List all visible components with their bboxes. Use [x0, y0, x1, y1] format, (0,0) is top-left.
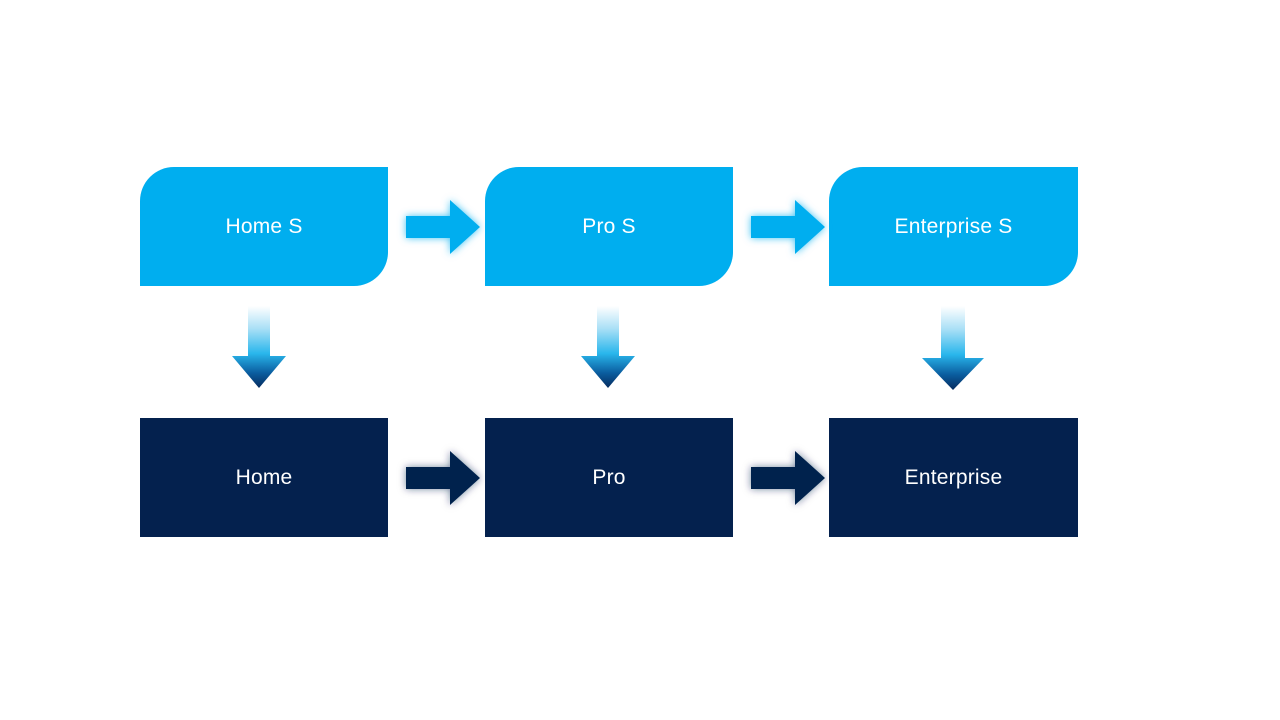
product-arrow-2-right-arrow-icon [751, 449, 825, 507]
service-arrow-1-right-arrow-icon [406, 198, 480, 256]
down-arrow-enterprise-down-arrow-icon [922, 306, 984, 390]
node-home[interactable]: Home [140, 418, 388, 537]
node-label-enterprise: Enterprise [904, 465, 1003, 489]
service-arrow-2-right-arrow-icon [751, 198, 825, 256]
node-label-enterprise-s: Enterprise S [894, 214, 1013, 238]
node-label-home-s: Home S [225, 214, 303, 238]
node-enterprise[interactable]: Enterprise [829, 418, 1078, 537]
node-home-s[interactable]: Home S [140, 167, 388, 286]
down-arrow-pro-down-arrow-icon [581, 306, 635, 388]
node-pro[interactable]: Pro [485, 418, 733, 537]
node-pro-s[interactable]: Pro S [485, 167, 733, 286]
node-enterprise-s[interactable]: Enterprise S [829, 167, 1078, 286]
node-label-home: Home [235, 465, 293, 489]
node-label-pro: Pro [592, 465, 626, 489]
down-arrow-home-down-arrow-icon [232, 306, 286, 388]
node-label-pro-s: Pro S [582, 214, 636, 238]
product-arrow-1-right-arrow-icon [406, 449, 480, 507]
